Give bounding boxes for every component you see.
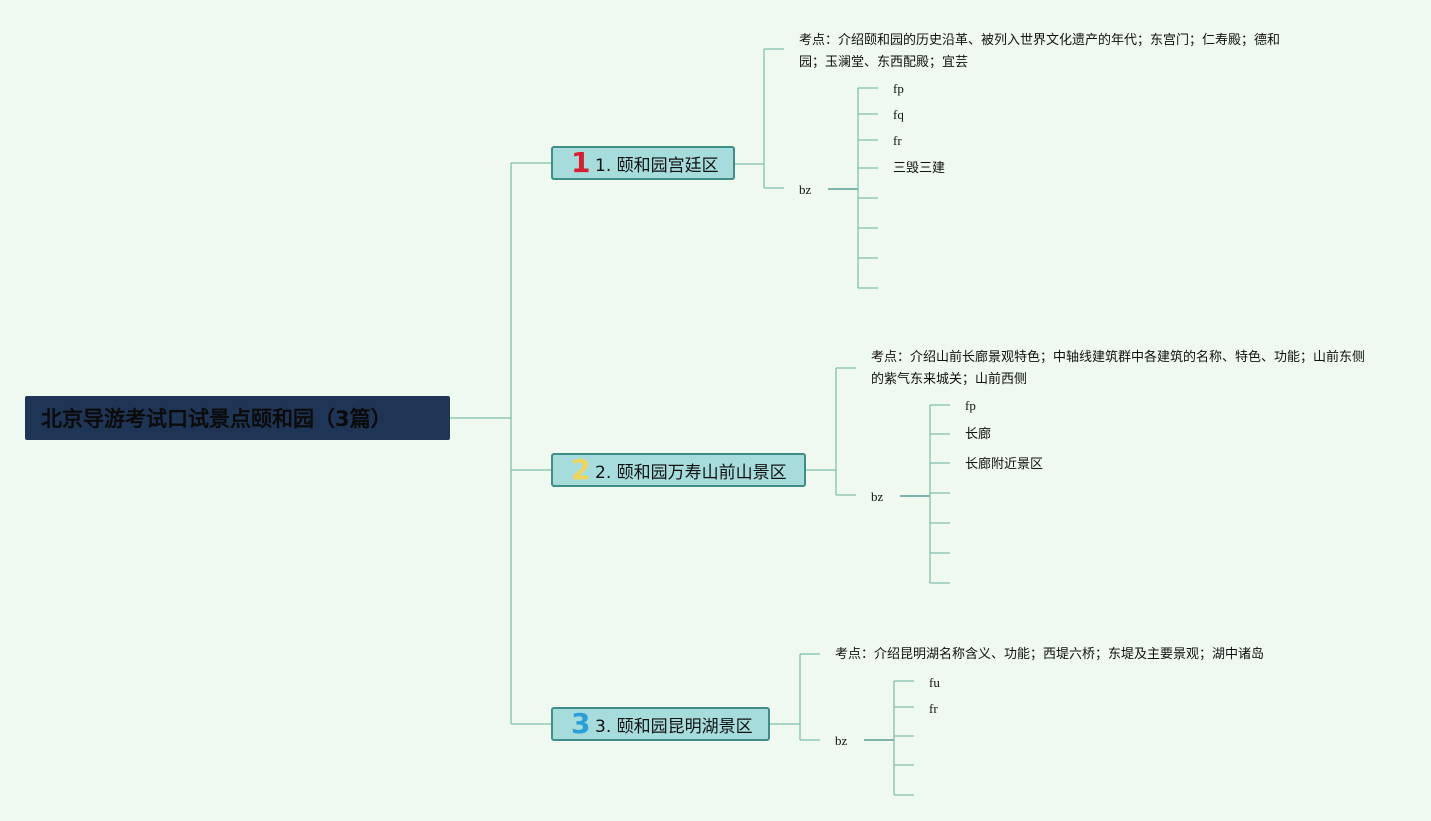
topic-label-1: 1. 颐和园宫廷区 [595,155,719,176]
root-title: 北京导游考试口试景点颐和园（3篇） [41,407,392,431]
kaodian-note-3: 考点：介绍昆明湖名称含义、功能；西堤六桥；东堤及主要景观；湖中诸岛 [835,647,1265,662]
bz-item: fp [965,398,976,413]
bz-label-1: bz [799,182,812,197]
kaodian-note-2: 考点：介绍山前长廊景观特色；中轴线建筑群中各建筑的名称、特色、功能；山前东侧的紫… [871,350,1366,387]
kaodian-note-1: 考点：介绍颐和园的历史沿革、被列入世界文化遗产的年代；东宫门；仁寿殿；德和园；玉… [799,33,1281,70]
root-node[interactable]: 北京导游考试口试景点颐和园（3篇） [25,396,450,440]
bz-item: fr [929,701,938,716]
number-badge-1: 1 [571,146,591,179]
topic-node-2[interactable]: 2 2. 颐和园万寿山前山景区 [551,453,806,487]
bz-item: fp [893,81,904,96]
topic-label-3: 3. 颐和园昆明湖景区 [595,716,753,737]
topic-node-1[interactable]: 1 1. 颐和园宫廷区 [551,146,735,180]
bz-item: fr [893,133,902,148]
topic-node-3[interactable]: 3 3. 颐和园昆明湖景区 [551,707,770,741]
bz-label-2: bz [871,489,884,504]
bz-label-3: bz [835,733,848,748]
number-badge-3: 3 [571,707,591,740]
bz-item: 长廊 [965,427,992,442]
bz-item: 长廊附近景区 [965,457,1044,472]
number-badge-2: 2 [571,453,591,486]
bz-item: fq [893,107,904,122]
topic-label-2: 2. 颐和园万寿山前山景区 [595,462,787,483]
bz-item: 三毁三建 [893,161,946,176]
bz-item: fu [929,675,940,690]
